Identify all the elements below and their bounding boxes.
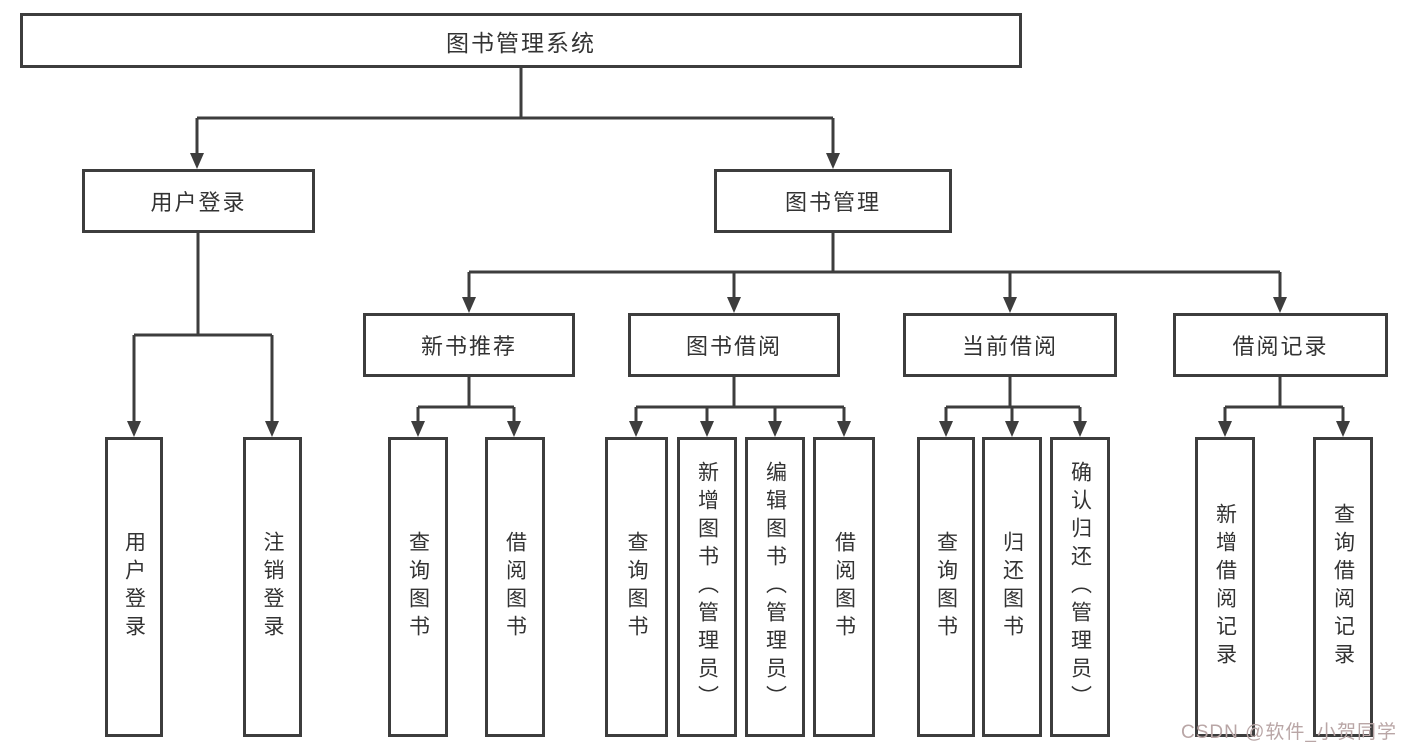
- watermark: CSDN @软件_小贺同学: [1181, 722, 1397, 743]
- node-new-book-recommend: 新书推荐: [363, 313, 575, 377]
- leaf-borrow-book: 借阅图书: [813, 437, 875, 737]
- node-root-title: 图书管理系统: [20, 13, 1022, 68]
- leaf-query-book-current: 查询图书: [917, 437, 975, 737]
- node-book-borrow: 图书借阅: [628, 313, 840, 377]
- leaf-add-borrow-record-label: 新增借阅记录: [1213, 503, 1237, 671]
- leaf-query-book-recommend: 查询图书: [388, 437, 448, 737]
- leaf-add-book-admin-label: 新增图书（管理员）: [695, 461, 719, 713]
- leaf-query-book-borrow-label: 查询图书: [625, 531, 648, 643]
- leaf-confirm-return-admin-label: 确认归还（管理员）: [1068, 461, 1092, 713]
- leaf-query-book-current-label: 查询图书: [934, 531, 958, 643]
- leaf-user-login-label: 用户登录: [122, 531, 146, 643]
- node-borrow-record: 借阅记录: [1173, 313, 1388, 377]
- node-user-login: 用户登录: [82, 169, 315, 233]
- leaf-query-borrow-record-label: 查询借阅记录: [1331, 503, 1355, 671]
- leaf-query-borrow-record: 查询借阅记录: [1313, 437, 1373, 737]
- leaf-query-book-borrow: 查询图书: [605, 437, 668, 737]
- node-book-management: 图书管理: [714, 169, 952, 233]
- leaf-borrow-book-label: 借阅图书: [832, 531, 856, 643]
- leaf-edit-book-admin-label: 编辑图书（管理员）: [763, 461, 787, 713]
- leaf-return-book: 归还图书: [982, 437, 1042, 737]
- leaf-add-borrow-record: 新增借阅记录: [1195, 437, 1255, 737]
- leaf-borrow-book-recommend-label: 借阅图书: [503, 531, 527, 643]
- leaf-add-book-admin: 新增图书（管理员）: [677, 437, 737, 737]
- leaf-user-login: 用户登录: [105, 437, 163, 737]
- leaf-return-book-label: 归还图书: [1000, 531, 1024, 643]
- leaf-query-book-recommend-label: 查询图书: [406, 531, 430, 643]
- node-current-borrow: 当前借阅: [903, 313, 1117, 377]
- leaf-logout-login: 注销登录: [243, 437, 302, 737]
- leaf-edit-book-admin: 编辑图书（管理员）: [745, 437, 805, 737]
- leaf-borrow-book-recommend: 借阅图书: [485, 437, 545, 737]
- leaf-confirm-return-admin: 确认归还（管理员）: [1050, 437, 1110, 737]
- leaf-logout-login-label: 注销登录: [261, 531, 284, 643]
